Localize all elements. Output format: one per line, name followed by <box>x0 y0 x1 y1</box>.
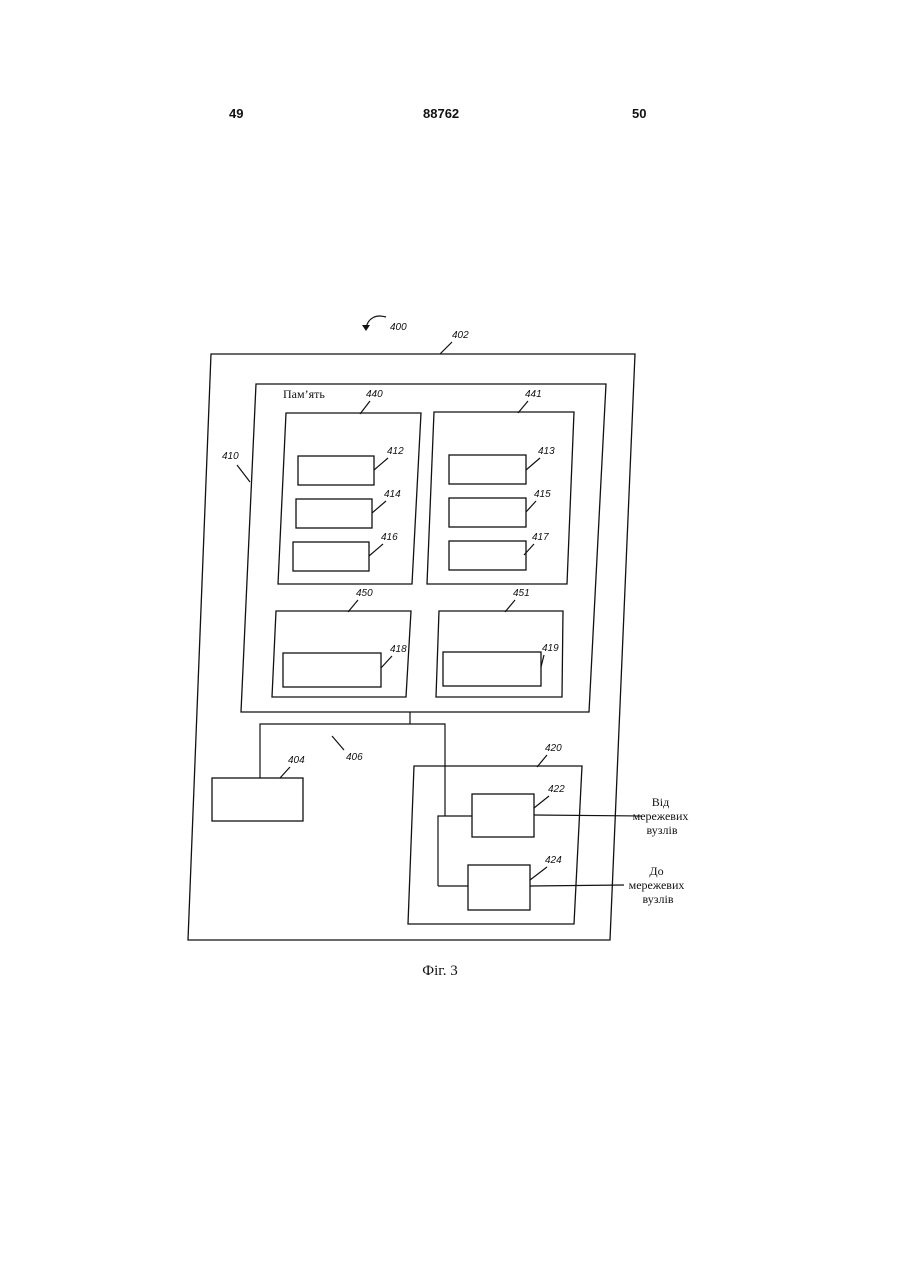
block-451 <box>436 611 563 697</box>
ref-424: 424 <box>545 855 562 866</box>
element-414 <box>296 499 372 528</box>
ref-406: 406 <box>346 752 363 763</box>
memory-label: Пам’ять <box>283 387 325 401</box>
line-to-nodes <box>530 885 624 886</box>
element-416 <box>293 542 369 571</box>
from-nodes-line-2: мережевих <box>633 809 689 823</box>
from-nodes-label: Від мережевих вузлів <box>633 795 692 837</box>
device-arrow-head <box>362 325 370 331</box>
ref-420: 420 <box>545 743 562 754</box>
bus-406 <box>260 712 445 886</box>
ref-415: 415 <box>534 489 551 500</box>
ref-410: 410 <box>222 451 239 462</box>
memory-box-410 <box>241 384 606 712</box>
ref-402: 402 <box>452 330 469 341</box>
element-419 <box>443 652 541 686</box>
element-413 <box>449 455 526 484</box>
line-from-nodes <box>534 815 642 816</box>
leader-420 <box>537 755 547 767</box>
element-417 <box>449 541 526 570</box>
from-nodes-line-1: Від <box>652 795 669 809</box>
ref-422: 422 <box>548 784 565 795</box>
ref-412: 412 <box>387 446 404 457</box>
ref-404: 404 <box>288 755 305 766</box>
ref-417: 417 <box>532 532 549 543</box>
figure-caption: Фіг. 3 <box>422 963 457 979</box>
outer-box-402 <box>188 354 635 940</box>
leader-415 <box>526 501 536 512</box>
ref-416: 416 <box>381 532 398 543</box>
ref-441: 441 <box>525 389 542 400</box>
ref-413: 413 <box>538 446 555 457</box>
ref-400: 400 <box>390 322 407 333</box>
leader-413 <box>526 458 540 470</box>
leader-422 <box>534 796 549 808</box>
ref-418: 418 <box>390 644 407 655</box>
element-424 <box>468 865 530 910</box>
leader-410 <box>237 465 250 482</box>
element-422 <box>472 794 534 837</box>
box-404 <box>212 778 303 821</box>
leader-450 <box>348 600 358 612</box>
ref-451: 451 <box>513 588 530 599</box>
leader-414 <box>372 501 386 513</box>
leader-404 <box>280 767 290 778</box>
leader-406 <box>332 736 344 750</box>
leader-418 <box>381 656 392 668</box>
element-412 <box>298 456 374 485</box>
to-nodes-line-1: До <box>649 864 663 878</box>
leader-402 <box>440 342 452 354</box>
ref-450: 450 <box>356 588 373 599</box>
element-415 <box>449 498 526 527</box>
ref-414: 414 <box>384 489 401 500</box>
leader-440 <box>360 401 370 414</box>
to-nodes-label: До мережевих вузлів <box>629 864 688 906</box>
leader-451 <box>505 600 515 612</box>
leader-412 <box>374 458 388 470</box>
to-nodes-line-3: вузлів <box>643 892 674 906</box>
leader-416 <box>369 544 383 556</box>
ref-440: 440 <box>366 389 383 400</box>
leader-441 <box>518 401 528 413</box>
ref-419: 419 <box>542 643 559 654</box>
to-nodes-line-2: мережевих <box>629 878 685 892</box>
leader-424 <box>530 867 547 880</box>
from-nodes-line-3: вузлів <box>647 823 678 837</box>
element-418 <box>283 653 381 687</box>
